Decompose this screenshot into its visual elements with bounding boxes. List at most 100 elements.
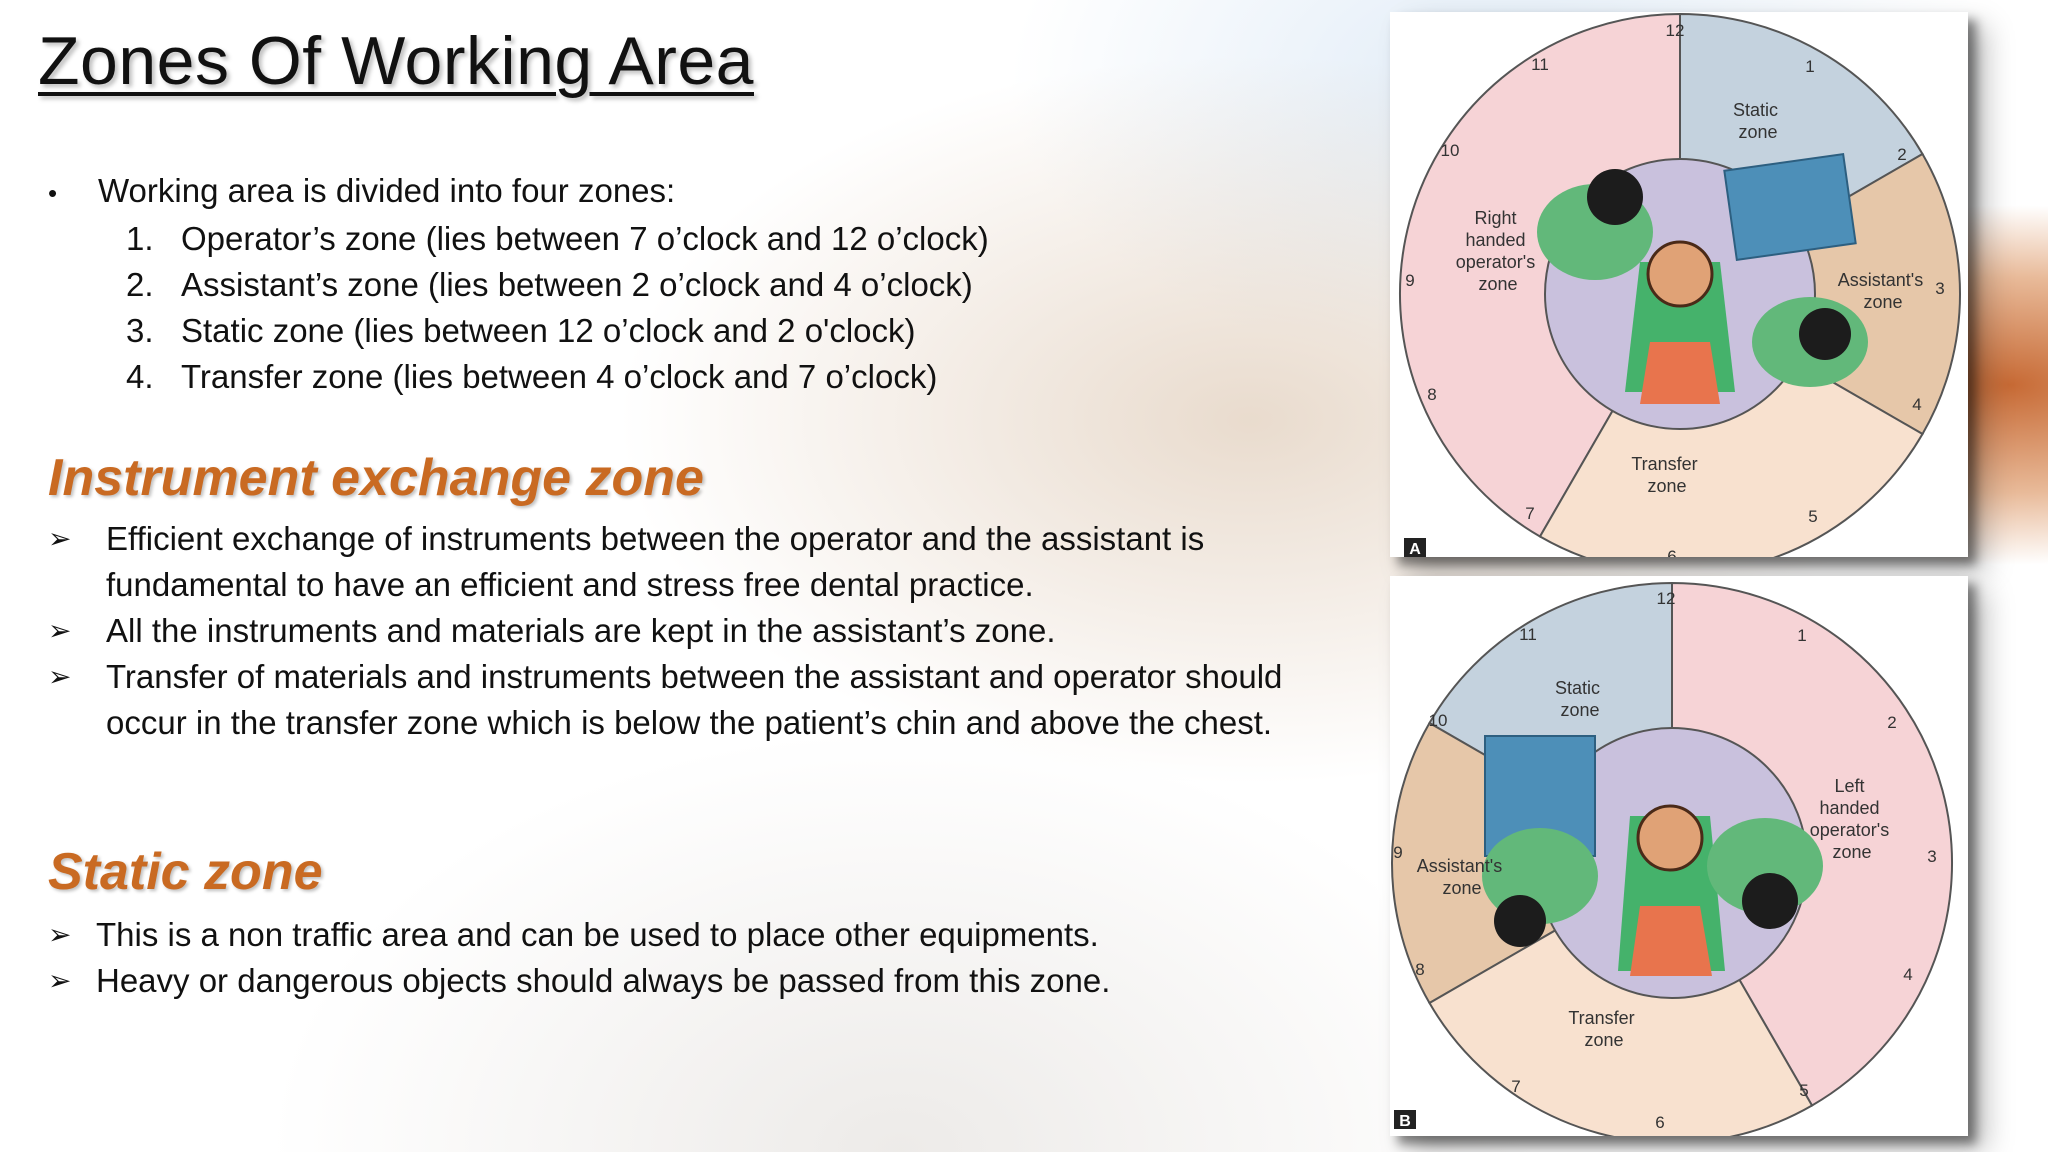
arrow-bullet-icon: ➢ (48, 615, 72, 646)
list-item: ➢Heavy or dangerous objects should alway… (48, 958, 1328, 1004)
zone-label-line: handed (1465, 230, 1525, 250)
clock-number: 7 (1525, 504, 1534, 523)
point-text: Transfer of materials and instruments be… (106, 658, 1283, 741)
list-item: ➢ This is a non traffic area and can be u… (48, 912, 1328, 958)
assistant-zone-label: Assistant's zone (1417, 856, 1507, 898)
arrow-bullet-icon: ➢ (48, 661, 72, 692)
intro-section: • Working area is divided into four zone… (48, 168, 1298, 400)
zone-label-line: zone (1584, 1030, 1623, 1050)
clock-number: 7 (1511, 1077, 1520, 1096)
zone-list-item: 1. Operator’s zone (lies between 7 o’cloc… (48, 216, 1298, 262)
clock-number: 2 (1897, 145, 1906, 164)
zone-labels: Right handed operator's zone Static zone… (1456, 100, 1928, 496)
zone-text: Static zone (lies between 12 o’clock and… (181, 312, 916, 349)
zone-label-line: operator's (1810, 820, 1889, 840)
clock-numbers: 12 1 2 3 4 5 6 7 8 9 10 11 (1405, 21, 1944, 557)
clock-number: 3 (1935, 279, 1944, 298)
transfer-zone-label: Transfer zone (1631, 454, 1702, 496)
zone-label-line: Transfer (1631, 454, 1697, 474)
zone-text: Operator’s zone (lies between 7 o’clock … (181, 220, 989, 257)
point-text: Efficient exchange of instruments betwee… (106, 520, 1205, 603)
clock-number: 10 (1441, 141, 1460, 160)
arrow-bullet-icon: ➢ (48, 919, 72, 950)
figure-tag: B (1399, 1113, 1411, 1130)
zone-label-line: Assistant's (1417, 856, 1502, 876)
assistant-zone-label: Assistant's zone (1838, 270, 1928, 312)
list-item: ➢ Transfer of materials and instruments b… (48, 654, 1328, 746)
point-text: This is a non traffic area and can be us… (96, 916, 1099, 953)
zone-diagram-a: Right handed operator's zone Static zone… (1390, 12, 1968, 557)
assistant-zone-wedge (1677, 152, 1962, 436)
clock-number: 11 (1531, 55, 1549, 74)
patient-head (1646, 240, 1714, 308)
clock-number: 3 (1927, 847, 1936, 866)
zone-text: Transfer zone (lies between 4 o’clock an… (181, 358, 938, 395)
zone-label-line: zone (1863, 292, 1902, 312)
zone-diagram-a-svg: Right handed operator's zone Static zone… (1398, 12, 1962, 557)
clock-number: 1 (1797, 626, 1806, 645)
zone-label-line: handed (1819, 798, 1879, 818)
transfer-zone-wedge (1428, 861, 1814, 1136)
zone-label-line: Transfer (1568, 1008, 1634, 1028)
intro-bullet: • Working area is divided into four zone… (48, 168, 1298, 216)
zone-list-item: 3. Static zone (lies between 12 o’clock a… (48, 308, 1298, 354)
list-item: ➢ Efficient exchange of instruments betwe… (48, 516, 1328, 608)
point-text: All the instruments and materials are ke… (106, 612, 1056, 649)
operator-zone-label: Left handed operator's zone (1810, 776, 1895, 862)
zone-number: 4. (126, 358, 154, 395)
zone-label-line: zone (1738, 122, 1777, 142)
zone-text: Assistant’s zone (lies between 2 o’clock… (181, 266, 973, 303)
assistant-head (1799, 308, 1851, 360)
clock-number: 6 (1667, 547, 1676, 557)
clock-number: 12 (1657, 589, 1676, 608)
zone-labels: Static zone Left handed operator's zone … (1417, 678, 1895, 1050)
instrument-exchange-list: ➢ Efficient exchange of instruments betwe… (48, 516, 1328, 746)
slide-content: Zones Of Working Area • Working area is … (38, 23, 1328, 1004)
figures-illustration (1537, 152, 1868, 404)
clock-number: 10 (1429, 711, 1448, 730)
zones-list: 1. Operator’s zone (lies between 7 o’cloc… (48, 216, 1298, 400)
zone-number: 2. (126, 266, 154, 303)
patient-head (1636, 804, 1704, 872)
zone-label-line: Assistant's (1838, 270, 1923, 290)
zone-label-line: zone (1647, 476, 1686, 496)
zone-diagram-b-svg: Static zone Left handed operator's zone … (1390, 581, 1954, 1136)
zone-number: 1. (126, 220, 154, 257)
zone-label-line: zone (1832, 842, 1871, 862)
operator-head (1587, 169, 1643, 225)
instrument-tray (1723, 152, 1857, 262)
zone-list-item: 2. Assistant’s zone (lies between 2 o’clo… (48, 262, 1298, 308)
zone-label-line: zone (1478, 274, 1517, 294)
clock-number: 1 (1805, 57, 1814, 76)
static-zone-label: Static zone (1733, 100, 1783, 142)
clock-number: 9 (1405, 271, 1414, 290)
clock-number: 8 (1415, 960, 1424, 979)
clock-number: 4 (1903, 965, 1912, 984)
intro-text: Working area is divided into four zones: (98, 172, 676, 209)
zone-label-line: zone (1560, 700, 1599, 720)
zone-list-item: 4. Transfer zone (lies between 4 o’clock … (48, 354, 1298, 400)
figure-tag-box (1404, 538, 1426, 557)
assistant-head (1494, 895, 1546, 947)
clock-number: 9 (1393, 843, 1402, 862)
bullet-dot-icon: • (48, 178, 58, 208)
clock-number: 5 (1808, 507, 1817, 526)
slide-title: Zones Of Working Area (38, 23, 754, 99)
static-zone-label: Static zone (1555, 678, 1605, 720)
operator-zone-label: Right handed operator's zone (1456, 208, 1541, 294)
operator-head (1742, 873, 1798, 929)
patient-clothing (1630, 906, 1712, 976)
zone-label-line: Right (1474, 208, 1516, 228)
transfer-zone-label: Transfer zone (1568, 1008, 1639, 1050)
instrument-exchange-heading: Instrument exchange zone (48, 449, 704, 507)
zone-diagram-b: Static zone Left handed operator's zone … (1390, 576, 1968, 1136)
arrow-bullet-icon: ➢ (48, 523, 72, 554)
zone-label-line: Left (1834, 776, 1864, 796)
figures-illustration (1482, 735, 1823, 976)
clock-number: 11 (1519, 625, 1537, 644)
figure-tag: A (1409, 541, 1421, 557)
zone-label-line: Static (1733, 100, 1778, 120)
point-text: Heavy or dangerous objects should always… (96, 962, 1111, 999)
zone-label-line: zone (1442, 878, 1481, 898)
zone-number: 3. (126, 312, 154, 349)
